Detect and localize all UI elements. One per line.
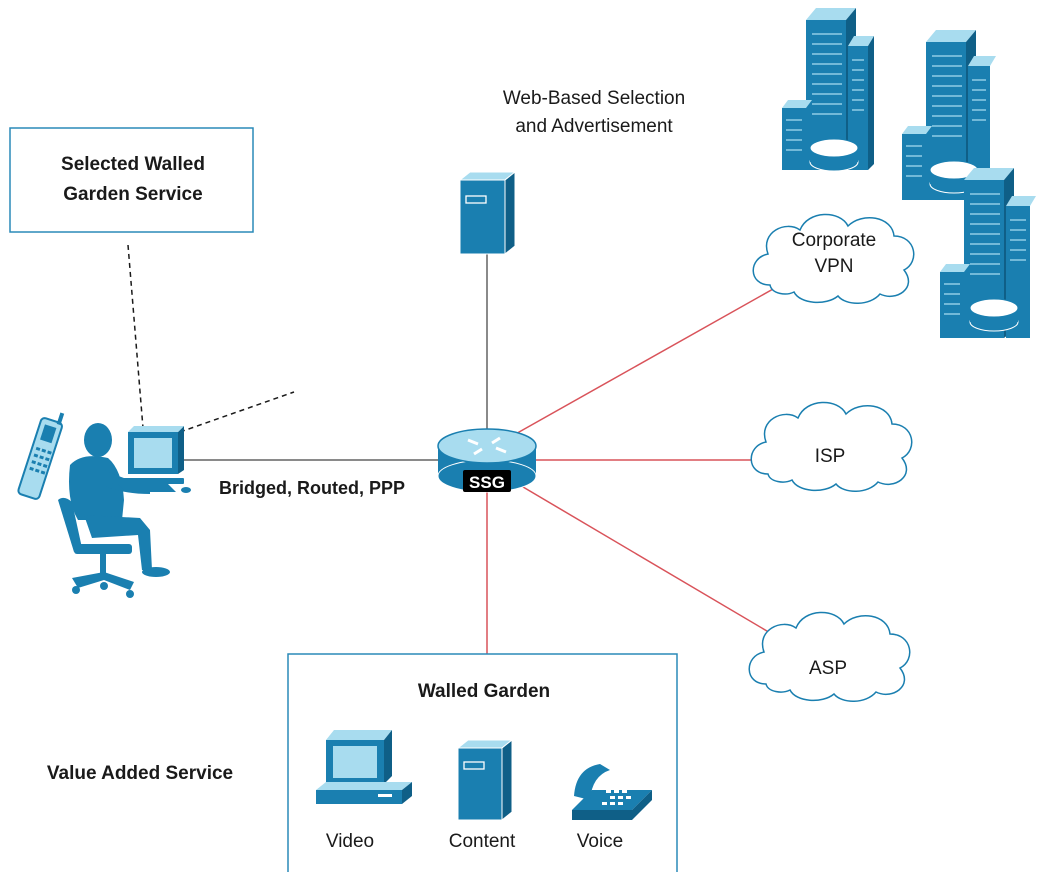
mobile-phone-icon [17, 412, 65, 500]
dashed-line-vertical [127, 244, 144, 429]
user-at-workstation-icon [58, 423, 191, 598]
links [127, 244, 783, 654]
telephone-icon [572, 764, 652, 820]
walled-garden-item-voice: Voice [577, 831, 623, 852]
top-note-line1: Web-Based Selection [503, 88, 685, 109]
desktop-pc-icon [316, 730, 412, 804]
dashed-line-diagonal [179, 391, 295, 433]
cloud-asp-label: ASP [809, 658, 847, 679]
cloud-isp [750, 401, 913, 492]
access-label: Bridged, Routed, PPP [219, 478, 405, 498]
walled-garden-title: Walled Garden [418, 681, 550, 702]
cloud-icon [748, 611, 911, 702]
link-ssg-corporate [511, 283, 783, 437]
cloud-isp-label: ISP [815, 446, 846, 467]
top-note-line2: and Advertisement [515, 116, 673, 137]
cloud-icon [750, 401, 913, 492]
router-icon [437, 428, 537, 493]
cloud-asp [748, 611, 911, 702]
walled-garden-box [287, 653, 678, 872]
server-icon [456, 738, 514, 822]
selected-service-line1: Selected Walled [61, 154, 205, 175]
walled-garden-item-video: Video [326, 831, 374, 852]
server-icon [458, 170, 517, 256]
cloud-icon [752, 213, 915, 304]
corporate-buildings-icon [782, 8, 1036, 338]
selected-service-box: Selected Walled Garden Service [9, 127, 254, 233]
cloud-corporate-vpn [752, 213, 915, 304]
selected-service-line2: Garden Service [63, 184, 202, 205]
cloud-corporate-line1: Corporate [792, 230, 877, 251]
walled-garden-item-content: Content [449, 831, 516, 852]
cloud-corporate-line2: VPN [814, 256, 853, 277]
link-ssg-asp [517, 483, 773, 635]
router-label: SSG [469, 473, 505, 492]
value-added-label: Value Added Service [47, 763, 233, 784]
